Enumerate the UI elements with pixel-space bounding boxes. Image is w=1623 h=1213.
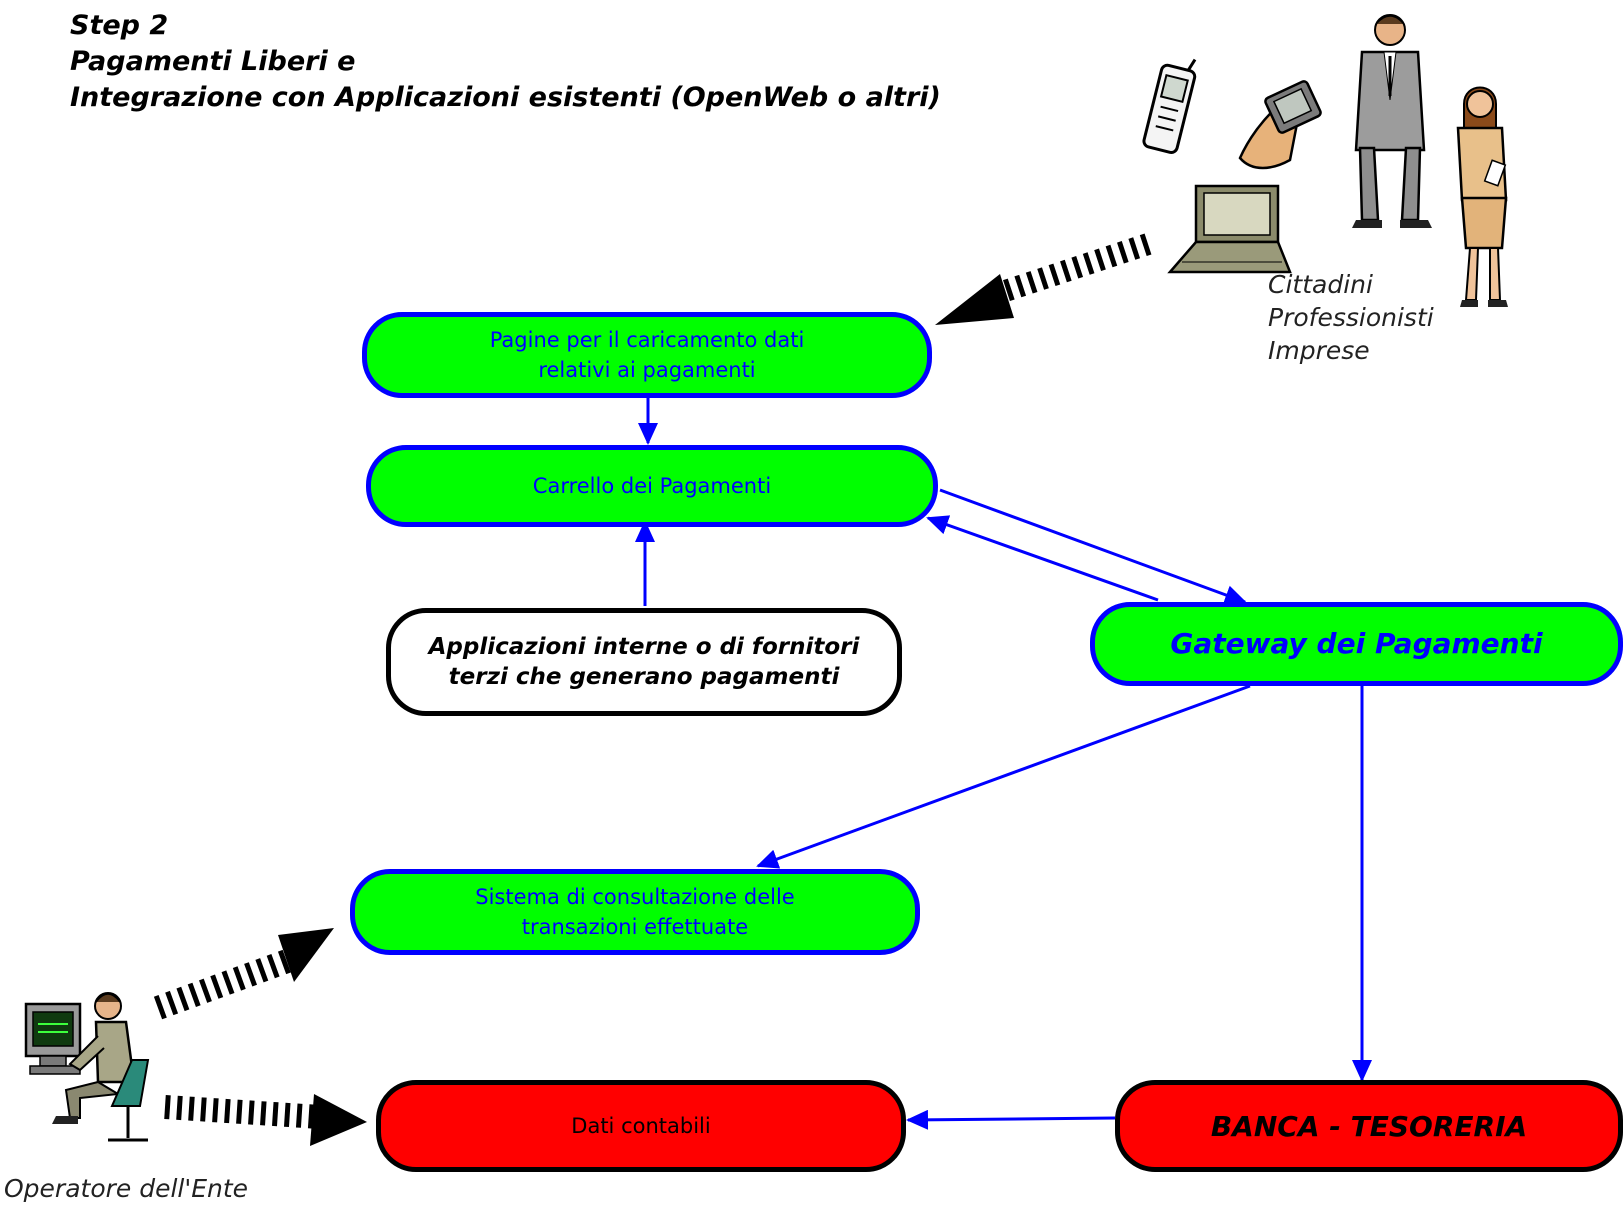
citizens-caption-line-1: Cittadini — [1268, 270, 1373, 299]
dashed-arrow-citizens — [935, 233, 1152, 325]
node-banca: BANCA - TESORERIA — [1115, 1080, 1623, 1172]
citizens-caption-line-2: Professionisti — [1268, 303, 1434, 332]
node-carrello: Carrello dei Pagamenti — [366, 445, 938, 527]
citizens-caption-line-3: Imprese — [1268, 336, 1370, 365]
laptop-icon — [1167, 184, 1292, 274]
dashed-arrow-operator-dati — [164, 1094, 367, 1146]
node-pagine: Pagine per il caricamento dati relativi … — [362, 312, 932, 398]
node-gateway: Gateway dei Pagamenti — [1090, 602, 1623, 686]
connector-gateway-sistema — [756, 684, 1251, 869]
operator-icon — [24, 992, 150, 1142]
title-line-2: Pagamenti Liberi e — [70, 46, 356, 77]
title-line-1: Step 2 — [70, 10, 169, 41]
operator-caption: Operatore dell'Ente — [4, 1174, 249, 1203]
handheld-device-icon — [1238, 80, 1322, 170]
connector-gateway-carrello — [926, 515, 1159, 602]
businesswoman-icon — [1456, 86, 1508, 307]
connector-banca-dati — [906, 1109, 1116, 1130]
diagram-title: Step 2 Pagamenti Liberi e Integrazione c… — [70, 8, 941, 116]
node-applicazioni: Applicazioni interne o di fornitori terz… — [386, 608, 902, 716]
mobile-phone-icon — [1142, 58, 1197, 154]
citizens-caption: Cittadini Professionisti Imprese — [1268, 268, 1434, 367]
dashed-arrow-operator-sistema — [153, 928, 334, 1020]
title-line-3: Integrazione con Applicazioni esistenti … — [70, 82, 941, 113]
businessman-icon — [1352, 14, 1432, 228]
connector-carrello-gateway — [939, 488, 1247, 605]
node-dati: Dati contabili — [376, 1080, 906, 1172]
node-sistema: Sistema di consultazione delle transazio… — [350, 869, 920, 955]
